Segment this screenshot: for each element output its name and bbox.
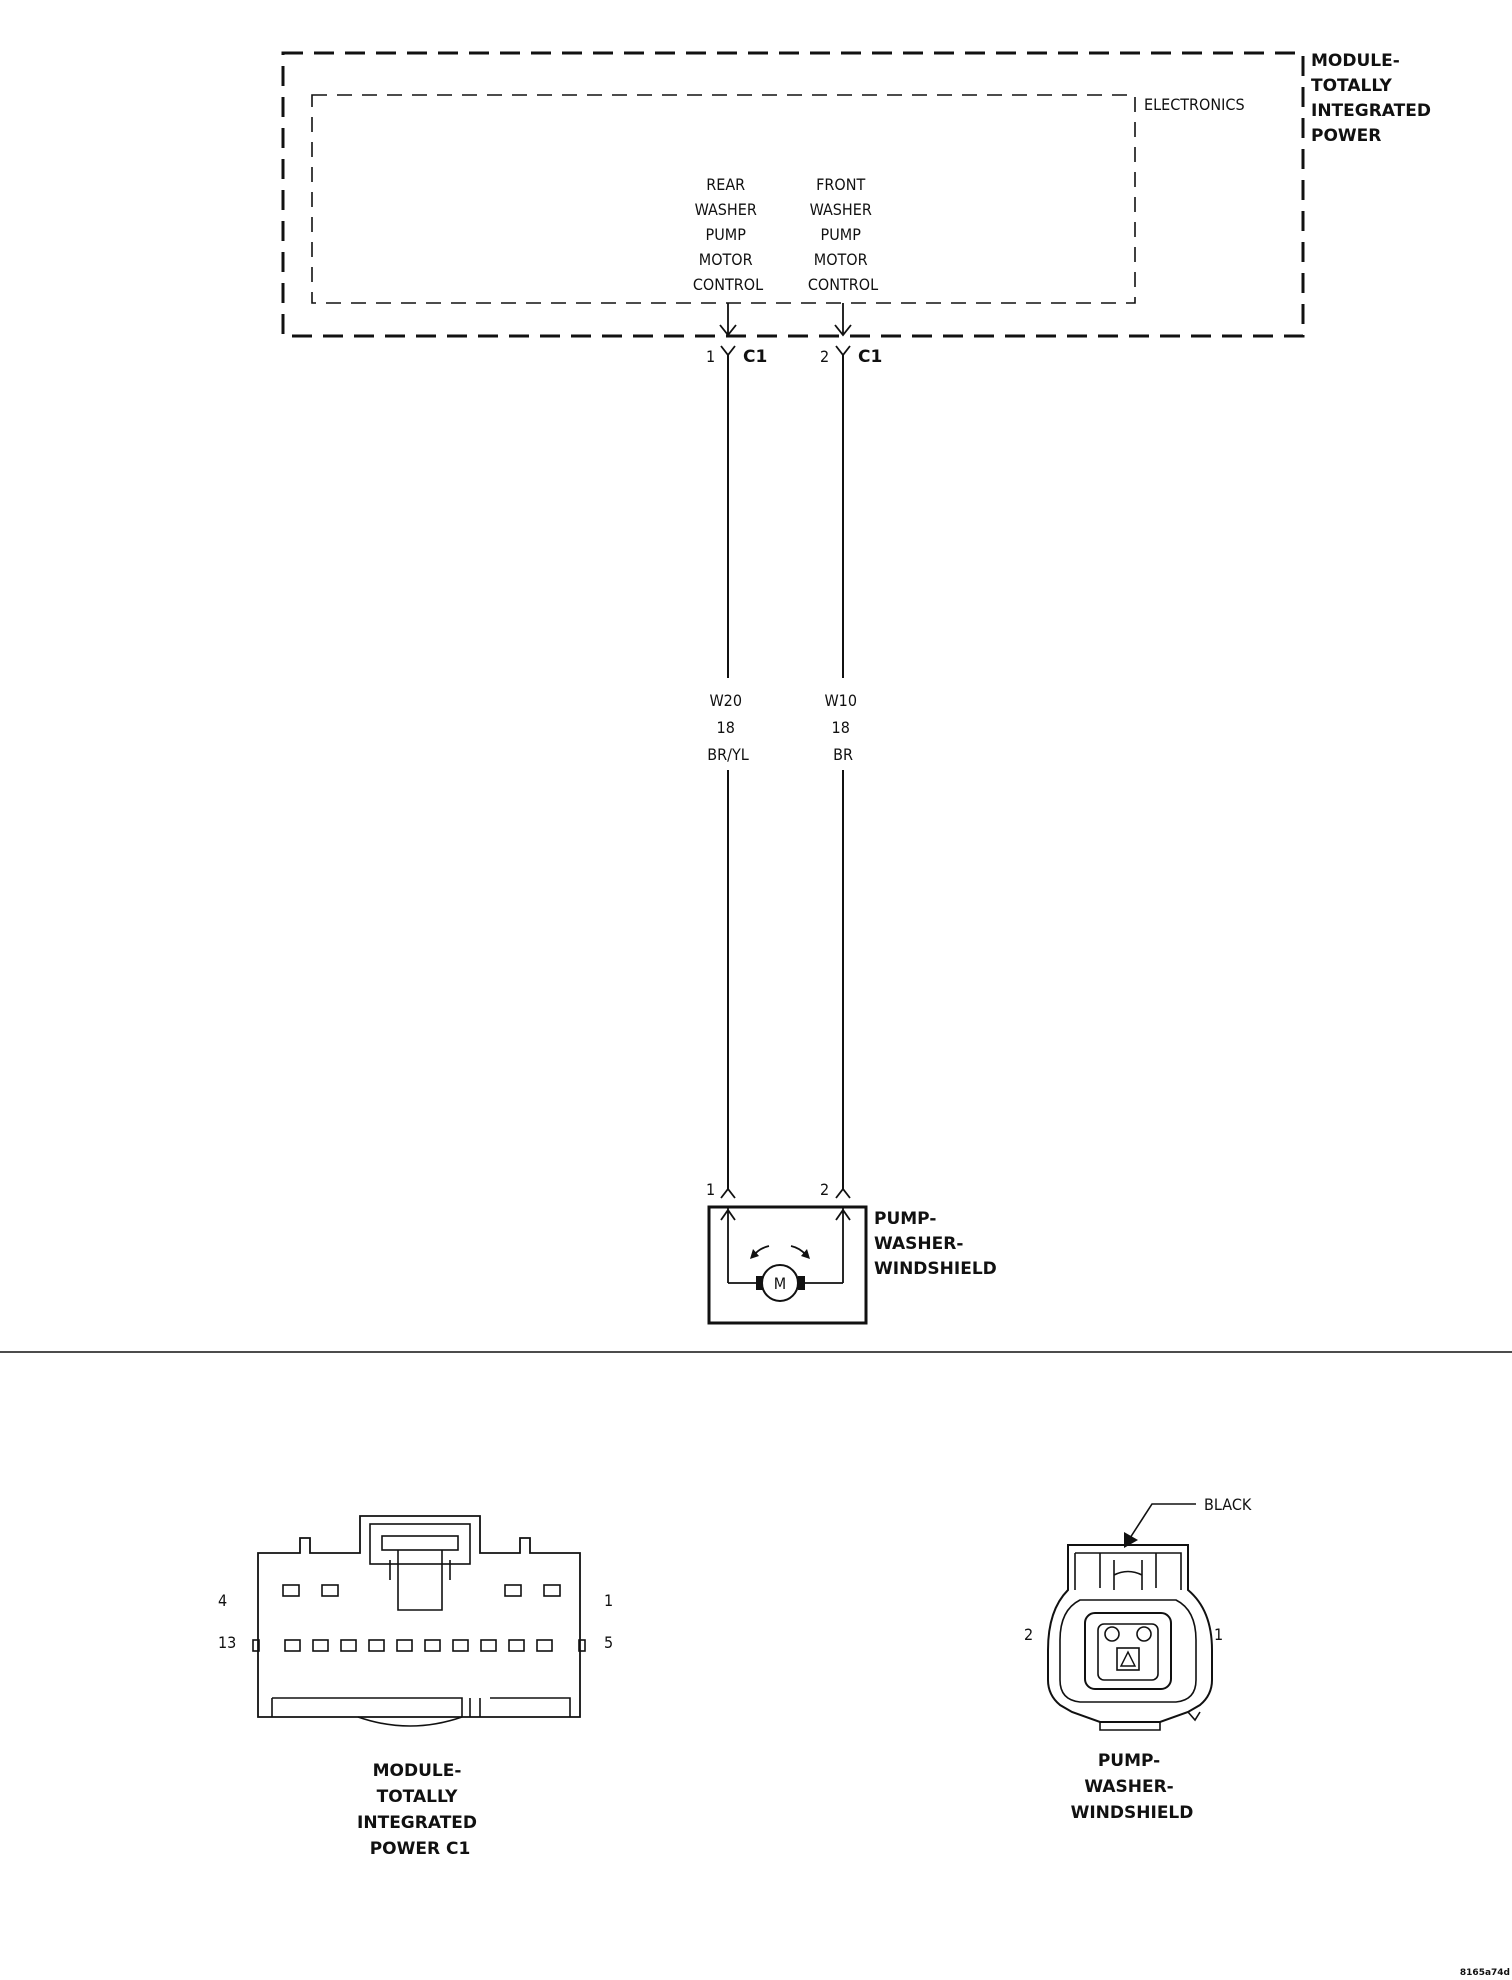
wires: W20 18 BR/YL W10 18 BR — [707, 355, 861, 1190]
tipm-c1-bottom-rail — [271, 1697, 571, 1717]
tipm-c1-latch-tab — [389, 1550, 451, 1611]
tipm-c1-top-row-cavities — [282, 1584, 561, 1597]
c1-pin-1-connector: C1 — [743, 347, 767, 367]
c1-pin-2-symbol — [835, 345, 851, 357]
pump-pin-1-number: 1 — [706, 1180, 715, 1199]
pump-connector-key-mark — [1119, 1650, 1137, 1667]
pump-title: PUMP- WASHER- WINDSHIELD — [874, 1209, 997, 1279]
black-color-leader-arrowhead — [1124, 1532, 1138, 1548]
wire-w10-label: W10 18 BR — [824, 691, 861, 764]
rotation-arrow-right-head — [801, 1249, 810, 1259]
pump-housing — [707, 1205, 868, 1325]
rear-washer-pump-motor-control-label: REAR WASHER PUMP MOTOR CONTROL — [693, 175, 763, 294]
pump-connector-color-label: BLACK — [1204, 1495, 1252, 1514]
pump-connector-lock-body — [1074, 1552, 1182, 1590]
pump-connector-pin-label-right: 1 — [1214, 1625, 1223, 1644]
module-title: MODULE- TOTALLY INTEGRATED POWER — [1311, 51, 1437, 146]
tipm-c1-bottom-key — [357, 1716, 463, 1727]
front-washer-pump-motor-control-label: FRONT WASHER PUMP MOTOR CONTROL — [808, 175, 878, 294]
c1-pin-2-connector: C1 — [858, 347, 882, 367]
footer-image-code: 8165a74d — [1460, 1968, 1510, 1978]
module-totally-integrated-power: ELECTRONICS MODULE- TOTALLY INTEGRATED P… — [281, 51, 1437, 338]
pump-connector-key — [1116, 1647, 1140, 1671]
pump-washer-windshield: 1 2 M PUMP- WASHER- WINDSHIELD — [706, 1180, 997, 1325]
pump-connector-pin-label-left: 2 — [1024, 1625, 1033, 1644]
c1-pin-2-number: 2 — [820, 347, 829, 366]
pump-connector-view: BLACK 2 1 PUMP- WASHER- WINDSHIELD — [1024, 1495, 1252, 1823]
pump-connector-cavity-block — [1084, 1612, 1172, 1690]
tipm-c1-pin-label-top-right: 1 — [604, 1591, 613, 1610]
tipm-c1-pin-label-bottom-left: 13 — [218, 1633, 236, 1652]
c1-pin-1-number: 1 — [706, 347, 715, 366]
tipm-c1-pin-label-bottom-right: 5 — [604, 1633, 613, 1652]
pump-pin-2-symbol — [835, 1187, 851, 1199]
tipm-c1-pin-label-top-left: 4 — [218, 1591, 227, 1610]
front-control-arrow — [834, 303, 852, 337]
tipm-c1-outline — [257, 1515, 581, 1718]
electronics-boundary — [311, 94, 1136, 304]
rear-control-arrow — [719, 303, 737, 337]
c1-connector-pins: 1 C1 2 C1 — [706, 345, 882, 367]
pump-connector-title: PUMP- WASHER- WINDSHIELD — [1071, 1751, 1194, 1823]
pump-pin-1-arrow — [720, 1207, 736, 1283]
tipm-c1-side-tab-left — [252, 1639, 260, 1652]
pump-connector-cavity-inner — [1097, 1623, 1159, 1681]
tipm-c1-side-tab-right — [578, 1639, 586, 1652]
module-outer-boundary — [281, 51, 1305, 338]
wire-w20-label: W20 18 BR/YL — [707, 691, 749, 764]
pump-pin-1-symbol — [720, 1187, 736, 1199]
tipm-c1-latch-outer — [369, 1523, 471, 1565]
tipm-c1-connector-view: 4 1 13 5 MODULE- TOTALLY INTEGRATED POWE… — [218, 1515, 613, 1859]
black-color-leader — [1129, 1503, 1196, 1539]
tipm-c1-bottom-row-cavities — [284, 1639, 553, 1652]
pump-connector-inner-shell — [1059, 1599, 1197, 1703]
pump-pin-2-arrow — [835, 1207, 851, 1283]
c1-pin-1-symbol — [720, 345, 736, 357]
pump-connector-lock-finger — [1113, 1560, 1143, 1590]
motor-brush-left — [756, 1276, 763, 1290]
tipm-c1-title: MODULE- TOTALLY INTEGRATED POWER C1 — [357, 1761, 483, 1859]
tipm-c1-latch-inner — [381, 1535, 459, 1551]
pump-connector-terminal-1 — [1136, 1626, 1152, 1642]
motor-symbol — [761, 1264, 799, 1302]
rotation-arrow-left-head — [750, 1249, 759, 1259]
pump-connector-bottom-latch — [1099, 1711, 1201, 1731]
motor-brush-right — [798, 1276, 805, 1290]
electronics-label: ELECTRONICS — [1144, 95, 1245, 114]
pump-pin-2-number: 2 — [820, 1180, 829, 1199]
pump-connector-terminal-2 — [1104, 1626, 1120, 1642]
motor-symbol-label: M — [774, 1274, 786, 1293]
